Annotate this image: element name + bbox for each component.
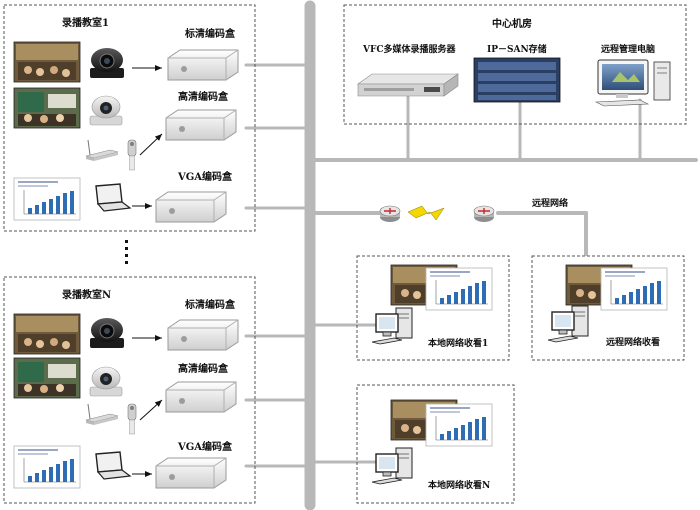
viewer-pc-icon xyxy=(371,307,413,345)
classroom-video-thumbnail xyxy=(13,313,81,355)
encoder-sd-icon xyxy=(167,49,239,81)
network-backbone xyxy=(244,0,698,510)
viewer-chart-thumbnail xyxy=(600,267,668,311)
viewer-chart-thumbnail xyxy=(425,267,493,311)
classroom-1-title: 录播教室1 xyxy=(62,16,109,29)
ip-san-storage-icon xyxy=(473,57,561,103)
vfc-server-label: VFC多媒体录播服务器 xyxy=(362,43,457,55)
sd-camera-icon xyxy=(89,317,125,349)
viewer-chart-thumbnail xyxy=(425,403,493,447)
encoder-vga-label: VGA编码盒 xyxy=(177,440,233,453)
remote-viewer-panel: 远程网络收看 xyxy=(531,255,685,361)
encoder-sd-icon xyxy=(167,319,239,351)
audio-mic-icon xyxy=(85,403,137,435)
encoder-hd-icon xyxy=(165,381,237,413)
ip-san-label: IP－SAN存储 xyxy=(487,43,547,55)
local-viewer-1-label: 本地网络收看1 xyxy=(428,337,488,349)
remote-viewer-label: 远程网络收看 xyxy=(606,336,660,348)
classroom-video-thumbnail xyxy=(13,87,81,129)
management-pc-icon xyxy=(594,59,671,107)
router-icon xyxy=(379,205,401,223)
encoder-vga-icon xyxy=(155,191,227,223)
laptop-icon xyxy=(95,183,131,212)
classroom-n-title: 录播教室N xyxy=(62,288,111,301)
local-viewer-n-panel: 本地网络收看N xyxy=(356,384,515,504)
hd-camera-icon xyxy=(89,366,123,397)
encoder-sd-label: 标清编码盒 xyxy=(184,27,236,40)
encoder-hd-label: 高清编码盒 xyxy=(178,90,229,103)
local-viewer-n-label: 本地网络收看N xyxy=(428,479,490,491)
vfc-server-icon xyxy=(357,73,459,97)
classroom-video-thumbnail xyxy=(13,41,81,83)
encoder-hd-icon xyxy=(165,109,237,141)
viewer-pc-icon xyxy=(547,305,589,343)
hd-camera-icon xyxy=(89,95,123,126)
classroom-video-thumbnail xyxy=(13,357,81,399)
classroom-1-panel: 录播教室1 标清编码盒 高清编码盒 VGA编码盒 xyxy=(3,4,256,232)
encoder-hd-label: 高清编码盒 xyxy=(178,362,229,375)
encoder-vga-label: VGA编码盒 xyxy=(177,170,233,183)
viewer-pc-icon xyxy=(371,447,413,485)
vga-screen-thumbnail xyxy=(13,445,81,489)
router-icon xyxy=(473,205,495,223)
audio-mic-icon xyxy=(85,139,137,171)
center-machine-room-panel: 中心机房 VFC多媒体录播服务器 IP－SAN存储 远程管理电脑 xyxy=(343,4,687,125)
center-room-title: 中心机房 xyxy=(492,17,532,30)
classroom-n-panel: 录播教室N 标清编码盒 高清编码盒 VGA编码盒 xyxy=(3,276,256,504)
remote-mgmt-pc-label: 远程管理电脑 xyxy=(601,43,655,55)
remote-network-label: 远程网络 xyxy=(532,197,568,209)
sd-camera-icon xyxy=(89,47,125,79)
vga-screen-thumbnail xyxy=(13,177,81,221)
wan-lightning-icon xyxy=(407,205,445,221)
ellipsis-dots xyxy=(125,240,128,264)
local-viewer-1-panel: 本地网络收看1 xyxy=(356,255,510,361)
encoder-vga-icon xyxy=(155,457,227,489)
wan-link: 远程网络 xyxy=(379,197,568,223)
encoder-sd-label: 标清编码盒 xyxy=(184,298,236,311)
laptop-icon xyxy=(95,451,131,480)
